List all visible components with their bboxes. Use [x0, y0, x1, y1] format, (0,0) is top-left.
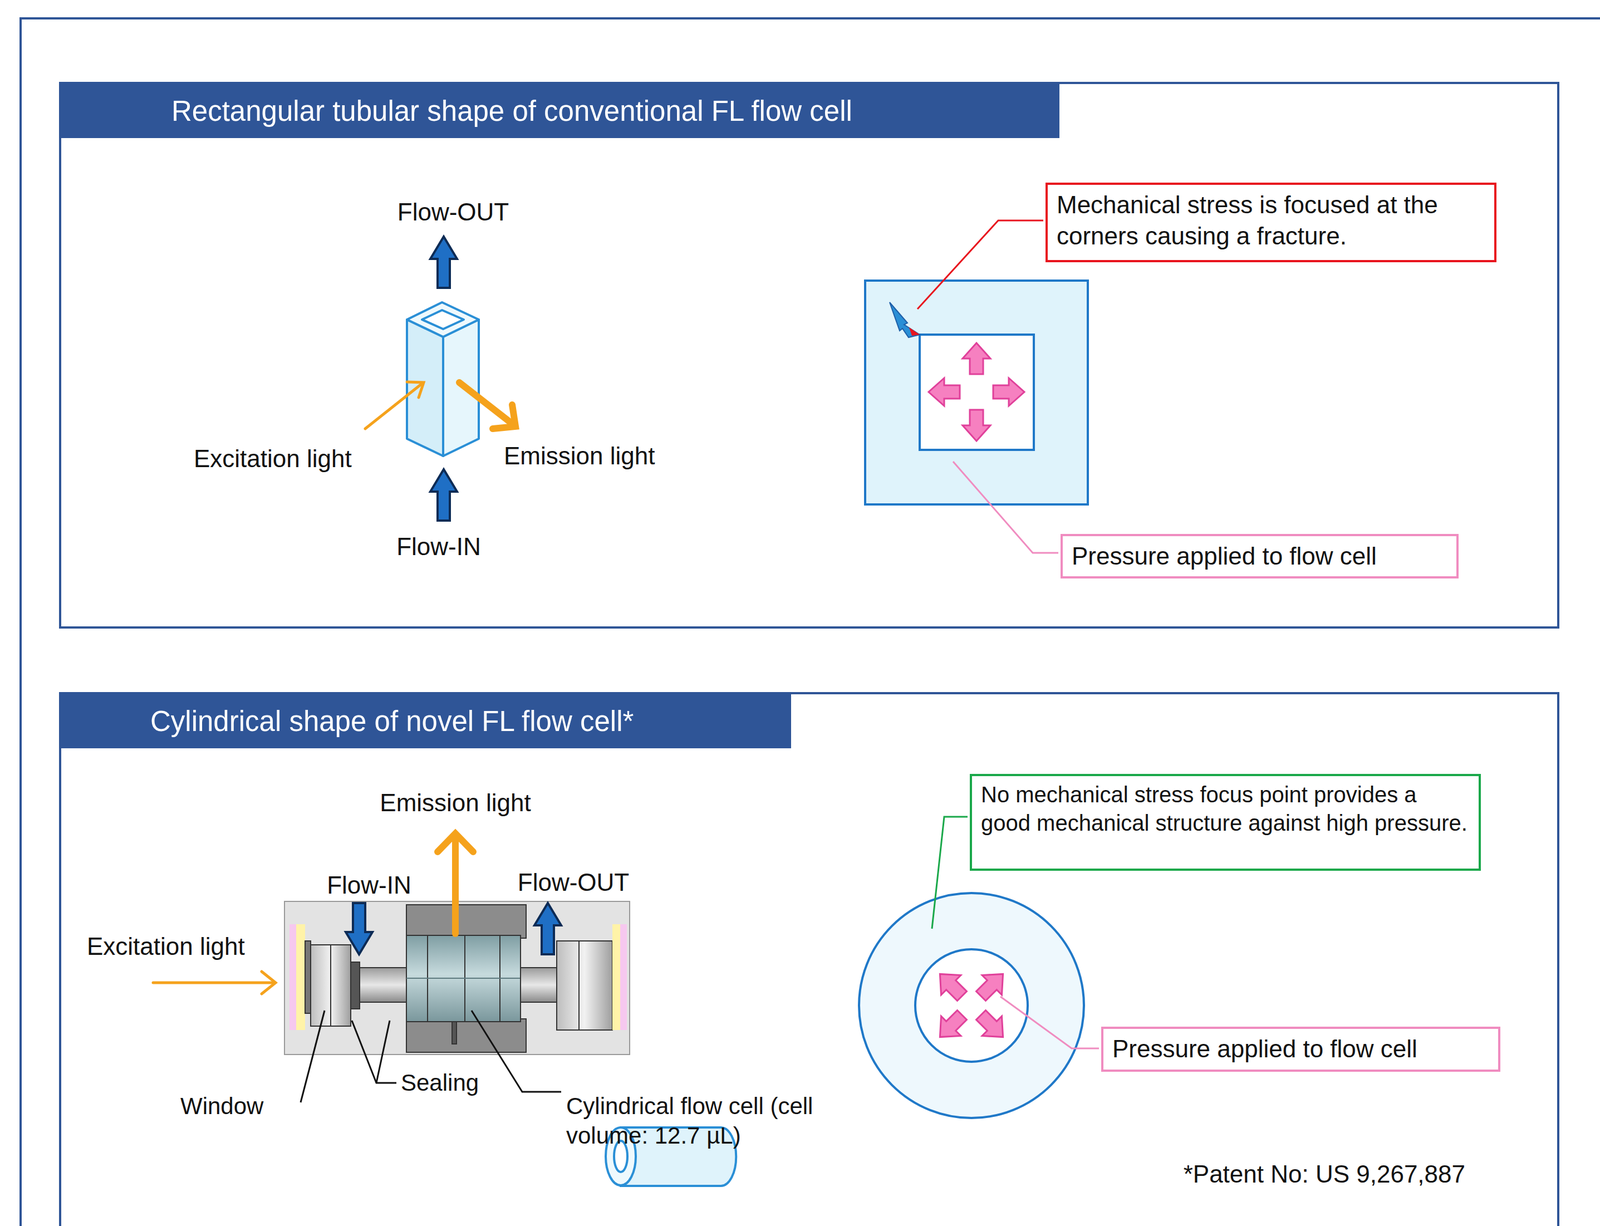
part-label: Emission light [503, 440, 655, 471]
callout-box: Pressure applied to flow cell [1101, 1026, 1501, 1072]
part-label: Flow-IN [396, 531, 482, 562]
flow-out-arrow [430, 236, 458, 288]
part-label: Flow-OUT [517, 866, 630, 898]
callout-text: Pressure applied to flow cell [1071, 540, 1448, 572]
callout-text: Mechanical stress is focused at the corn… [1056, 189, 1486, 253]
part-label: Window [180, 1091, 264, 1122]
part-label: Excitation light [193, 443, 352, 474]
section-heading: Cylindrical shape of novel FL flow cell* [150, 704, 634, 738]
leader-line [931, 816, 968, 929]
rectangular-flow-cell [406, 302, 479, 456]
light-arrows [153, 833, 474, 994]
leader-lines [300, 1010, 562, 1103]
section-panel: Rectangular tubular shape of conventiona… [59, 81, 1560, 629]
part-label: Flow-OUT [397, 196, 509, 228]
part-label: Excitation light [86, 930, 245, 962]
heading-band: Rectangular tubular shape of conventiona… [61, 84, 1060, 139]
flow-in-arrow [345, 902, 373, 955]
outer-frame [20, 18, 1600, 1226]
section-heading: Rectangular tubular shape of conventiona… [171, 94, 853, 128]
section-panel: Cylindrical shape of novel FL flow cell*… [59, 691, 1560, 1226]
part-label: Cylindrical flow cell (cell volume: 12.7… [566, 1091, 828, 1151]
circular-cross-section [859, 892, 1084, 1118]
callout-box: Pressure applied to flow cell [1060, 533, 1459, 579]
leader-line [953, 461, 1059, 553]
part-label: Sealing [400, 1068, 479, 1098]
light-arrows [365, 381, 516, 429]
flow-in-arrow [430, 469, 458, 521]
part-label: Flow-IN [326, 869, 412, 901]
part-label: *Patent No: US 9,267,887 [1183, 1158, 1466, 1190]
leader-line [917, 220, 1044, 309]
leader-line [1000, 996, 1099, 1049]
callout-text: No mechanical stress focus point provide… [980, 780, 1470, 838]
heading-band: Cylindrical shape of novel FL flow cell* [61, 694, 792, 749]
callout-box: No mechanical stress focus point provide… [969, 773, 1481, 871]
callout-box: Mechanical stress is focused at the corn… [1045, 182, 1497, 263]
part-label: Emission light [379, 787, 531, 818]
square-cross-section [865, 280, 1088, 505]
flow-out-arrow [534, 902, 562, 955]
callout-text: Pressure applied to flow cell [1112, 1033, 1490, 1065]
